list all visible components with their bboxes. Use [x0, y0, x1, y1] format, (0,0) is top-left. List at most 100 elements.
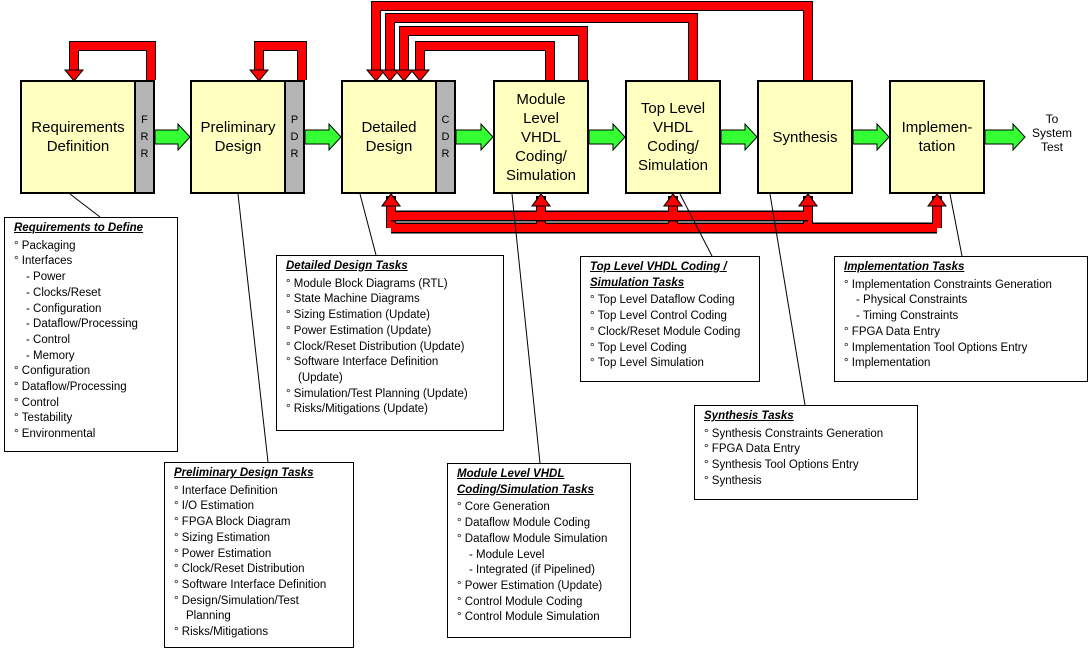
task-item: Sizing Estimation: [174, 531, 347, 547]
stage-preliminary-design: Preliminary Design: [190, 80, 286, 194]
task-list: Implementation Constraints GenerationPhy…: [844, 278, 1081, 372]
task-item: I/O Estimation: [174, 499, 347, 515]
task-item: Planning: [186, 610, 231, 623]
feedback-loop-outline: [69, 41, 156, 80]
leader-line: [949, 193, 963, 257]
bottom-loop-arrowhead: [663, 193, 683, 207]
forward-arrow: [984, 122, 1026, 152]
task-item: Core Generation: [457, 500, 624, 516]
task-box-title: Implementation Tasks: [844, 261, 965, 273]
task-box-top-level: Top Level VHDL Coding / Simulation Tasks…: [580, 256, 760, 382]
stage-label: Preliminary Design: [200, 119, 276, 155]
task-item: Integrated (if Pipelined): [457, 563, 624, 579]
task-item: (Update): [298, 371, 343, 384]
stage-label: Detailed Design: [361, 119, 417, 155]
task-item: Software Interface Definition: [174, 578, 347, 594]
forward-arrow: [588, 122, 626, 152]
task-item: Control: [14, 333, 171, 349]
task-item: Implementation Constraints Generation: [844, 278, 1081, 294]
review-letter: P: [290, 113, 299, 126]
task-item: Risks/Mitigations (Update): [286, 402, 497, 418]
leader-line: [69, 193, 101, 218]
task-item: Implementation: [844, 356, 1081, 372]
task-item: Top Level Coding: [590, 341, 753, 357]
stage-detailed-design: Detailed Design: [341, 80, 437, 194]
task-item: Clock/Reset Distribution: [174, 562, 347, 578]
task-item: Simulation/Test Planning (Update): [286, 387, 497, 403]
task-item: Module Block Diagrams (RTL): [286, 277, 497, 293]
feedback-loop-outline: [415, 41, 555, 80]
task-box-preliminary: Preliminary Design Tasks Interface Defin…: [164, 462, 354, 648]
leader-line: [359, 193, 377, 256]
task-item: Dataflow Module Simulation: [457, 532, 624, 548]
review-letter: C: [441, 113, 450, 126]
task-item: Power Estimation (Update): [457, 579, 624, 595]
task-item: Top Level Simulation: [590, 356, 753, 372]
review-cdr: C D R: [437, 80, 456, 194]
task-item: Power: [14, 270, 171, 286]
task-item: Configuration: [14, 364, 171, 380]
feedback-loop-outline: [254, 41, 307, 80]
task-item: Sizing Estimation (Update): [286, 308, 497, 324]
review-letter: R: [140, 147, 149, 160]
task-list: Synthesis Constraints GenerationFPGA Dat…: [704, 427, 911, 490]
task-list: Top Level Dataflow CodingTop Level Contr…: [590, 293, 753, 372]
bottom-loop-arrowhead: [798, 193, 818, 207]
forward-arrow: [852, 122, 890, 152]
task-list: Interface DefinitionI/O EstimationFPGA B…: [174, 484, 347, 641]
stage-label: Synthesis: [772, 128, 838, 146]
task-item: Control Module Coding: [457, 595, 624, 611]
task-item: Module Level: [457, 548, 624, 564]
task-item: Testability: [14, 411, 171, 427]
feedback-loop: [255, 42, 306, 80]
bottom-loop-arrowhead: [927, 193, 947, 207]
task-item: Clock/Reset Module Coding: [590, 325, 753, 341]
stage-synthesis: Synthesis: [757, 80, 853, 194]
task-box-title: Module Level VHDL Coding/Simulation Task…: [457, 468, 594, 496]
review-letter: R: [290, 147, 299, 160]
task-item: Risks/Mitigations: [174, 625, 347, 641]
task-box-requirements: Requirements to Define PackagingInterfac…: [4, 217, 178, 452]
task-box-title: Preliminary Design Tasks: [174, 467, 314, 479]
task-box-synthesis: Synthesis Tasks Synthesis Constraints Ge…: [694, 405, 918, 500]
task-box-implementation: Implementation Tasks Implementation Cons…: [834, 256, 1088, 382]
feedback-arrowhead: [409, 69, 431, 82]
task-item: Timing Constraints: [844, 309, 1081, 325]
task-item: Design/Simulation/Test: [174, 594, 347, 610]
feedback-arrowhead: [379, 69, 401, 82]
review-letter: D: [441, 130, 450, 143]
task-item: Dataflow Module Coding: [457, 516, 624, 532]
task-item: Top Level Dataflow Coding: [590, 293, 753, 309]
task-item: Memory: [14, 349, 171, 365]
leader-line: [237, 193, 269, 463]
task-box-title: Synthesis Tasks: [704, 410, 794, 422]
stage-label: Implemen- tation: [901, 119, 973, 155]
review-letter: D: [290, 130, 299, 143]
task-item: Synthesis Constraints Generation: [704, 427, 911, 443]
review-letter: F: [141, 113, 148, 126]
task-box-module-level: Module Level VHDL Coding/Simulation Task…: [447, 463, 631, 638]
forward-arrow: [304, 122, 342, 152]
task-item: Interface Definition: [174, 484, 347, 500]
bottom-loop-arrowhead: [531, 193, 551, 207]
task-item: Configuration: [14, 302, 171, 318]
stage-implementation: Implemen- tation: [889, 80, 985, 194]
task-item: Environmental: [14, 427, 171, 443]
task-item: Dataflow/Processing: [14, 380, 171, 396]
forward-arrow: [720, 122, 758, 152]
feedback-loop: [386, 14, 697, 80]
feedback-arrowhead: [365, 69, 387, 82]
stage-label: Top Level VHDL Coding/ Simulation: [637, 100, 709, 174]
task-item: Dataflow/Processing: [14, 317, 171, 333]
task-item: Interfaces: [14, 254, 171, 270]
review-pdr: P D R: [286, 80, 305, 194]
leader-line: [679, 193, 713, 257]
task-item: Top Level Control Coding: [590, 309, 753, 325]
task-item: Clock/Reset Distribution (Update): [286, 340, 497, 356]
feedback-loop: [400, 27, 587, 80]
task-item: Power Estimation (Update): [286, 324, 497, 340]
feedback-loop-outline: [399, 26, 588, 80]
feedback-arrowhead: [248, 69, 270, 82]
task-item: FPGA Data Entry: [704, 442, 911, 458]
